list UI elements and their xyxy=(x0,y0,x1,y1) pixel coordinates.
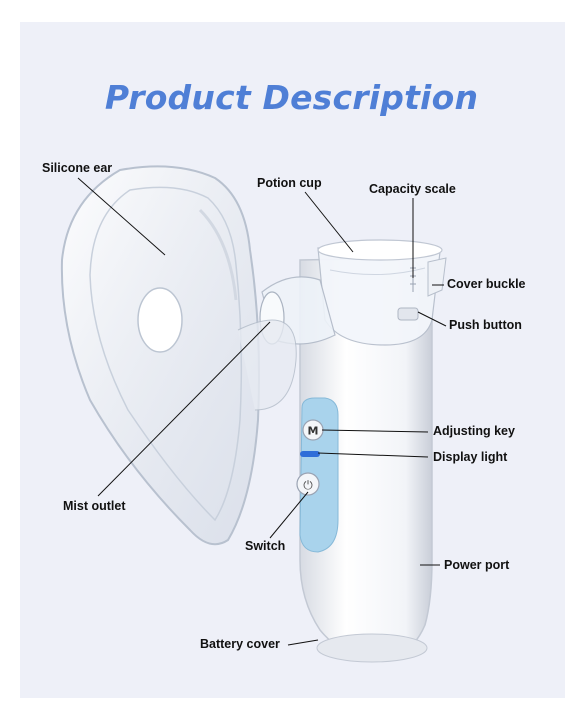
power-key-glyph: ⏻ xyxy=(303,478,313,492)
cover-buckle xyxy=(427,257,447,297)
leader-push-button xyxy=(417,311,447,327)
label-power-port: Power port xyxy=(444,558,510,572)
silicone-mask xyxy=(60,165,297,546)
label-silicone-ear: Silicone ear xyxy=(42,161,113,175)
leader-lines xyxy=(77,177,447,646)
label-push-button: Push button xyxy=(449,318,522,332)
device-body xyxy=(299,257,433,663)
leader-display-light xyxy=(317,452,429,458)
leader-potion-cup xyxy=(304,191,354,253)
switch-button[interactable]: ⏻ xyxy=(296,472,320,496)
display-light xyxy=(300,451,320,457)
leader-silicone-ear xyxy=(77,177,166,256)
mode-key-glyph: M xyxy=(308,425,319,438)
label-capacity-scale: Capacity scale xyxy=(369,182,456,196)
label-display-light: Display light xyxy=(433,450,508,464)
leader-switch xyxy=(269,491,309,539)
leader-adjusting-key xyxy=(321,429,429,433)
label-switch: Switch xyxy=(245,539,286,553)
label-potion-cup: Potion cup xyxy=(257,176,322,190)
adjusting-key-button[interactable]: M xyxy=(302,419,324,441)
leader-battery-cover xyxy=(287,639,319,646)
page-title: Product Description xyxy=(104,78,479,117)
label-adjusting-key: Adjusting key xyxy=(433,424,515,438)
leader-mist-outlet xyxy=(97,321,271,497)
label-cover-buckle: Cover buckle xyxy=(447,277,526,291)
push-button xyxy=(397,307,419,321)
potion-cup xyxy=(317,239,443,346)
label-battery-cover: Battery cover xyxy=(200,637,280,651)
label-mist-outlet: Mist outlet xyxy=(63,499,126,513)
